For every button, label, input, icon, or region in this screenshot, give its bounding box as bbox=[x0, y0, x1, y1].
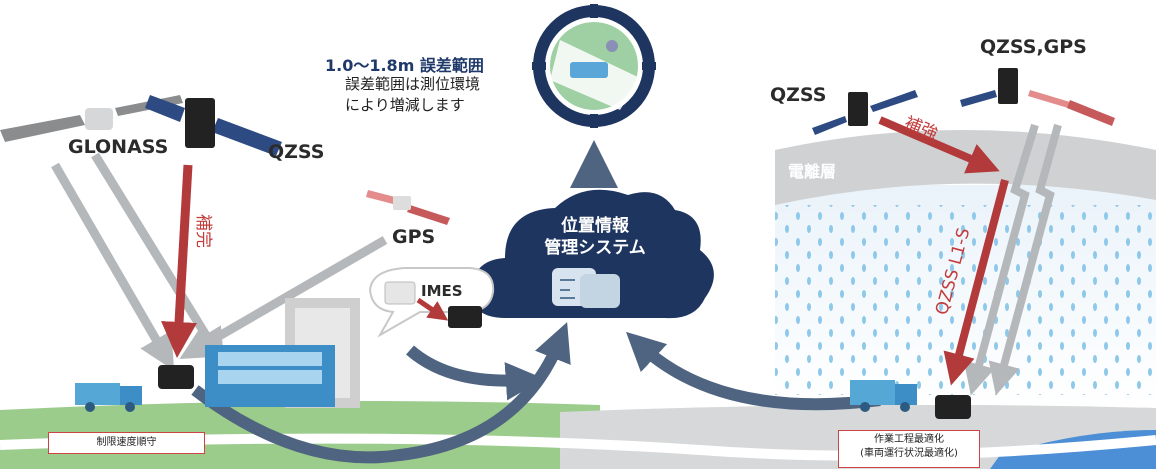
qzss-gps-signal-arrows-right bbox=[963, 123, 1062, 396]
reinforce-arrow bbox=[878, 116, 1009, 386]
location-management-cloud bbox=[471, 189, 714, 319]
ionosphere-label: 電離層 bbox=[788, 162, 837, 181]
error-range-note-line2: により増減します bbox=[345, 96, 465, 114]
imes-label: IMES bbox=[421, 282, 463, 300]
supplement-label: 補完 bbox=[193, 214, 213, 248]
gnss-receiver-right bbox=[935, 395, 971, 419]
cloud-title-line2: 管理システム bbox=[544, 238, 646, 258]
speed-limit-box: 制限速度順守 bbox=[48, 432, 205, 454]
qzss-satellite-icon-right bbox=[812, 90, 918, 135]
qzss-label-right: QZSS bbox=[770, 84, 827, 106]
error-range-note: 誤差範囲は測位環境 により増減します bbox=[345, 74, 480, 116]
qzss-satellite-icon-left bbox=[145, 95, 282, 156]
imes-bubble bbox=[368, 267, 495, 338]
error-range-note-line1: 誤差範囲は測位環境 bbox=[345, 75, 481, 93]
cloud-title: 位置情報 管理システム bbox=[535, 215, 655, 259]
gps-satellite-icon-left bbox=[366, 190, 450, 225]
ionosphere-region bbox=[775, 130, 1156, 405]
buildings bbox=[205, 298, 360, 408]
data-flow-arrows bbox=[191, 322, 881, 464]
gps-label-left: GPS bbox=[392, 226, 436, 248]
work-optimization-line2: (車両運行状況最適化) bbox=[860, 448, 958, 459]
qzss-gps-satellite-icon-right bbox=[960, 68, 1115, 126]
glonass-label: GLONASS bbox=[68, 136, 169, 158]
supplement-arrow bbox=[161, 164, 197, 358]
gnss-receiver-left bbox=[158, 365, 194, 389]
work-optimization-box: 作業工程最適化 (車両運行状況最適化) bbox=[838, 430, 980, 468]
cloud-title-line1: 位置情報 bbox=[561, 216, 629, 236]
accuracy-range-compass bbox=[532, 4, 656, 128]
qzss-label-left: QZSS bbox=[268, 141, 325, 163]
qzss-gps-label: QZSS,GPS bbox=[980, 36, 1087, 58]
upward-arrow-icon bbox=[570, 140, 618, 188]
gps-signal-arrows-left bbox=[51, 152, 388, 371]
truck-right bbox=[850, 380, 917, 412]
work-optimization-line1: 作業工程最適化 bbox=[874, 434, 944, 445]
truck-left bbox=[75, 383, 142, 412]
error-range-title: 1.0～1.8m 誤差範囲 bbox=[325, 56, 484, 75]
